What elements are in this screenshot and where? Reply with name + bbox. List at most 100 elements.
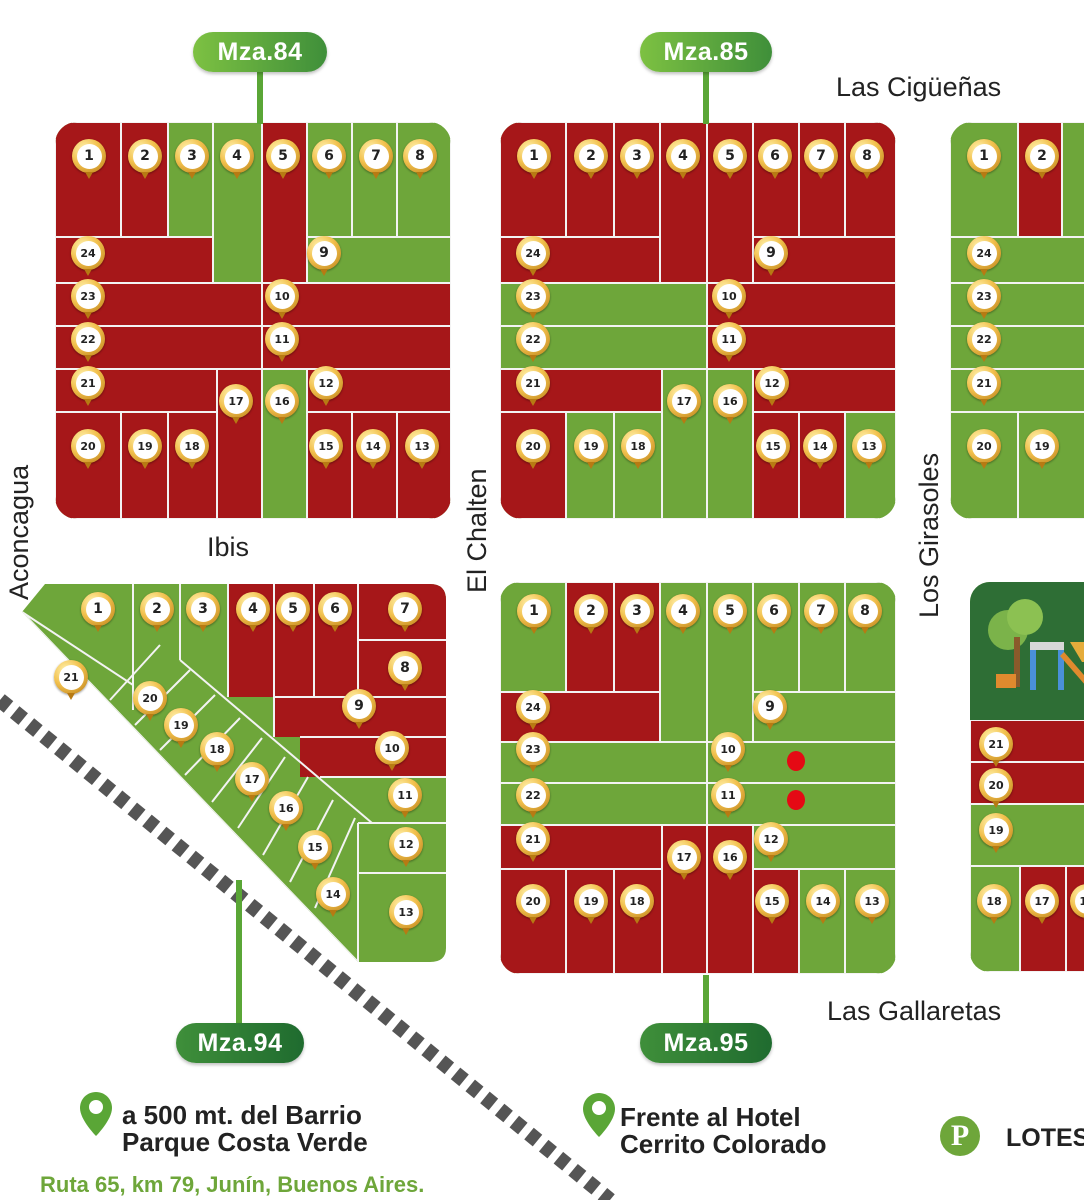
lot-number-pin[interactable]: 20 <box>133 681 167 721</box>
lot-number-pin[interactable]: 9 <box>342 689 376 729</box>
lot-number-pin[interactable]: 7 <box>804 139 838 179</box>
lot-number-pin[interactable]: 2 <box>128 139 162 179</box>
lot-86-19[interactable] <box>1018 412 1084 519</box>
lot-number-pin[interactable]: 10 <box>712 279 746 319</box>
lot-number-pin[interactable]: 22 <box>516 778 550 818</box>
lot-number-pin[interactable]: 20 <box>979 768 1013 808</box>
lot-number-pin[interactable]: 3 <box>175 139 209 179</box>
lot-number-pin[interactable]: 24 <box>967 236 1001 276</box>
lot-number-pin[interactable]: 20 <box>967 429 1001 469</box>
lot-number-pin[interactable]: 4 <box>666 139 700 179</box>
lot-number-pin[interactable]: 1 <box>517 139 551 179</box>
lot-number-pin[interactable]: 7 <box>359 139 393 179</box>
lot-number-pin[interactable]: 13 <box>405 429 439 469</box>
lot-number-pin[interactable]: 21 <box>71 366 105 406</box>
lot-number-pin[interactable]: 22 <box>516 322 550 362</box>
lot-number-pin[interactable]: 2 <box>140 592 174 632</box>
lot-number-pin[interactable]: 17 <box>667 384 701 424</box>
lot-number-pin[interactable]: 17 <box>235 762 269 802</box>
lot-number-pin[interactable]: 19 <box>979 813 1013 853</box>
lot-number-pin[interactable]: 17 <box>1025 884 1059 924</box>
lot-number-pin[interactable]: 2 <box>574 594 608 634</box>
lot-number-pin[interactable]: 6 <box>318 592 352 632</box>
lot-number-pin[interactable]: 23 <box>967 279 1001 319</box>
lot-number-pin[interactable]: 21 <box>516 822 550 862</box>
lot-number-pin[interactable]: 24 <box>71 236 105 276</box>
lot-number-pin[interactable]: 16 <box>269 791 303 831</box>
lot-number-pin[interactable]: 13 <box>852 429 886 469</box>
lot-number-pin[interactable]: 15 <box>755 884 789 924</box>
lot-number-pin[interactable]: 1 <box>517 594 551 634</box>
lot-number-pin[interactable]: 11 <box>712 322 746 362</box>
lot-number-pin[interactable]: 5 <box>266 139 300 179</box>
lot-number-pin[interactable]: 23 <box>516 732 550 772</box>
lot-number-pin[interactable]: 4 <box>220 139 254 179</box>
lot-number-pin[interactable]: 15 <box>309 429 343 469</box>
lot-number-pin[interactable]: 16 <box>265 384 299 424</box>
lot-number-pin[interactable]: 2 <box>1025 139 1059 179</box>
lot-number-pin[interactable]: 3 <box>186 592 220 632</box>
lot-number-pin[interactable]: 19 <box>574 884 608 924</box>
lot-number-pin[interactable]: 7 <box>388 592 422 632</box>
lot-number-pin[interactable]: 6 <box>312 139 346 179</box>
lot-number-pin[interactable]: 7 <box>804 594 838 634</box>
lot-number-pin[interactable]: 1 <box>967 139 1001 179</box>
lot-number-pin[interactable]: 17 <box>667 840 701 880</box>
lot-number-pin[interactable]: 16 <box>713 840 747 880</box>
lot-number-pin[interactable]: 6 <box>757 594 791 634</box>
lot-number-pin[interactable]: 11 <box>711 778 745 818</box>
lot-number-pin[interactable]: 14 <box>316 877 350 917</box>
lot-number-pin[interactable]: 14 <box>356 429 390 469</box>
lot-number-pin[interactable]: 17 <box>219 384 253 424</box>
lot-number-pin[interactable]: 11 <box>265 322 299 362</box>
lot-number-pin[interactable]: 3 <box>620 594 654 634</box>
lot-number-pin[interactable]: 18 <box>620 884 654 924</box>
lot-number-pin[interactable]: 15 <box>756 429 790 469</box>
lot-number-pin[interactable]: 3 <box>620 139 654 179</box>
lot-number-pin[interactable]: 12 <box>754 822 788 862</box>
lot-number-pin[interactable]: 21 <box>979 727 1013 767</box>
lot-number-pin[interactable]: 19 <box>128 429 162 469</box>
lot-number-pin[interactable]: 23 <box>516 279 550 319</box>
lot-number-pin[interactable]: 10 <box>375 731 409 771</box>
lot-number-pin[interactable]: 9 <box>307 236 341 276</box>
lot-number-pin[interactable]: 13 <box>855 884 889 924</box>
lot-number-pin[interactable]: 16 <box>713 384 747 424</box>
lot-number-pin[interactable]: 22 <box>967 322 1001 362</box>
lot-number-pin[interactable]: 12 <box>309 366 343 406</box>
lot-86-3[interactable] <box>1062 122 1084 237</box>
lot-84-2[interactable] <box>121 122 168 237</box>
lot-number-pin[interactable]: 12 <box>755 366 789 406</box>
lot-number-pin[interactable]: 10 <box>711 732 745 772</box>
lot-number-pin[interactable]: 18 <box>621 429 655 469</box>
lot-number-pin[interactable]: 5 <box>713 139 747 179</box>
lot-number-pin[interactable]: 20 <box>516 884 550 924</box>
lot-number-pin[interactable]: 6 <box>758 139 792 179</box>
lot-number-pin[interactable]: 9 <box>754 236 788 276</box>
lot-number-pin[interactable]: 19 <box>1025 429 1059 469</box>
lot-number-pin[interactable]: 1 <box>81 592 115 632</box>
lot-85-1[interactable] <box>500 122 566 237</box>
lot-number-pin[interactable]: 4 <box>236 592 270 632</box>
lot-number-pin[interactable]: 14 <box>806 884 840 924</box>
lot-number-pin[interactable]: 18 <box>175 429 209 469</box>
lot-number-pin[interactable]: 20 <box>516 429 550 469</box>
lot-number-pin[interactable]: 18 <box>977 884 1011 924</box>
lot-number-pin[interactable]: 1 <box>72 139 106 179</box>
lot-number-pin[interactable]: 20 <box>71 429 105 469</box>
lot-number-pin[interactable]: 9 <box>753 690 787 730</box>
lot-number-pin[interactable]: 13 <box>389 895 423 935</box>
lot-number-pin[interactable]: 5 <box>276 592 310 632</box>
lot-number-pin[interactable]: 19 <box>574 429 608 469</box>
lot-number-pin[interactable]: 12 <box>389 827 423 867</box>
lot-number-pin[interactable]: 18 <box>200 732 234 772</box>
lot-number-pin[interactable]: 14 <box>803 429 837 469</box>
lot-number-pin[interactable]: 21 <box>967 366 1001 406</box>
lot-number-pin[interactable]: 5 <box>713 594 747 634</box>
lot-number-pin[interactable]: 8 <box>403 139 437 179</box>
lot-number-pin[interactable]: 15 <box>298 830 332 870</box>
lot-number-pin[interactable]: 8 <box>848 594 882 634</box>
lot-number-pin[interactable]: 4 <box>666 594 700 634</box>
lot-number-pin[interactable]: 19 <box>164 708 198 748</box>
lot-number-pin[interactable]: 11 <box>388 778 422 818</box>
